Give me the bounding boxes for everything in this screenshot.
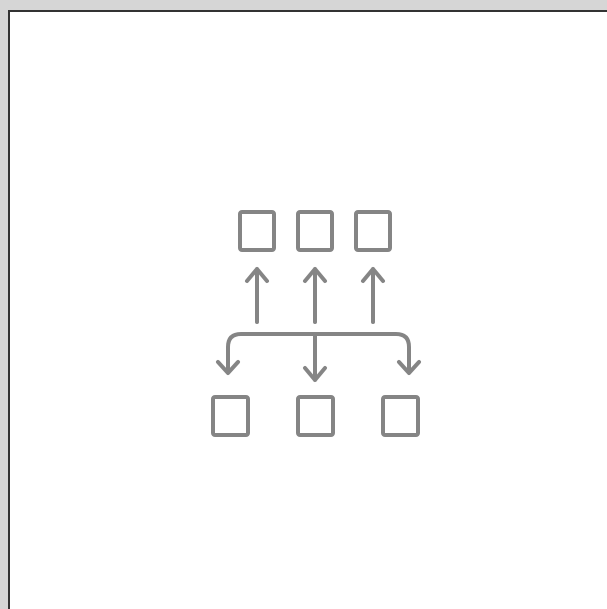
hierarchy-icon-svg [211, 210, 421, 437]
bottom-box-left [211, 395, 250, 437]
down-arrow-center [303, 332, 327, 382]
up-arrow-right [361, 267, 385, 324]
top-box-center [296, 210, 334, 252]
up-arrow-left [245, 267, 269, 324]
connector-bar [226, 332, 411, 374]
bottom-box-center [296, 395, 335, 437]
down-arrow-right-head [397, 360, 421, 375]
down-arrow-left-head [216, 360, 240, 375]
top-box-right [354, 210, 392, 252]
content-panel [8, 10, 607, 609]
up-arrow-center [303, 267, 327, 324]
bottom-box-right [381, 395, 420, 437]
top-box-left [238, 210, 276, 252]
hierarchy-distribution-icon [200, 197, 440, 447]
